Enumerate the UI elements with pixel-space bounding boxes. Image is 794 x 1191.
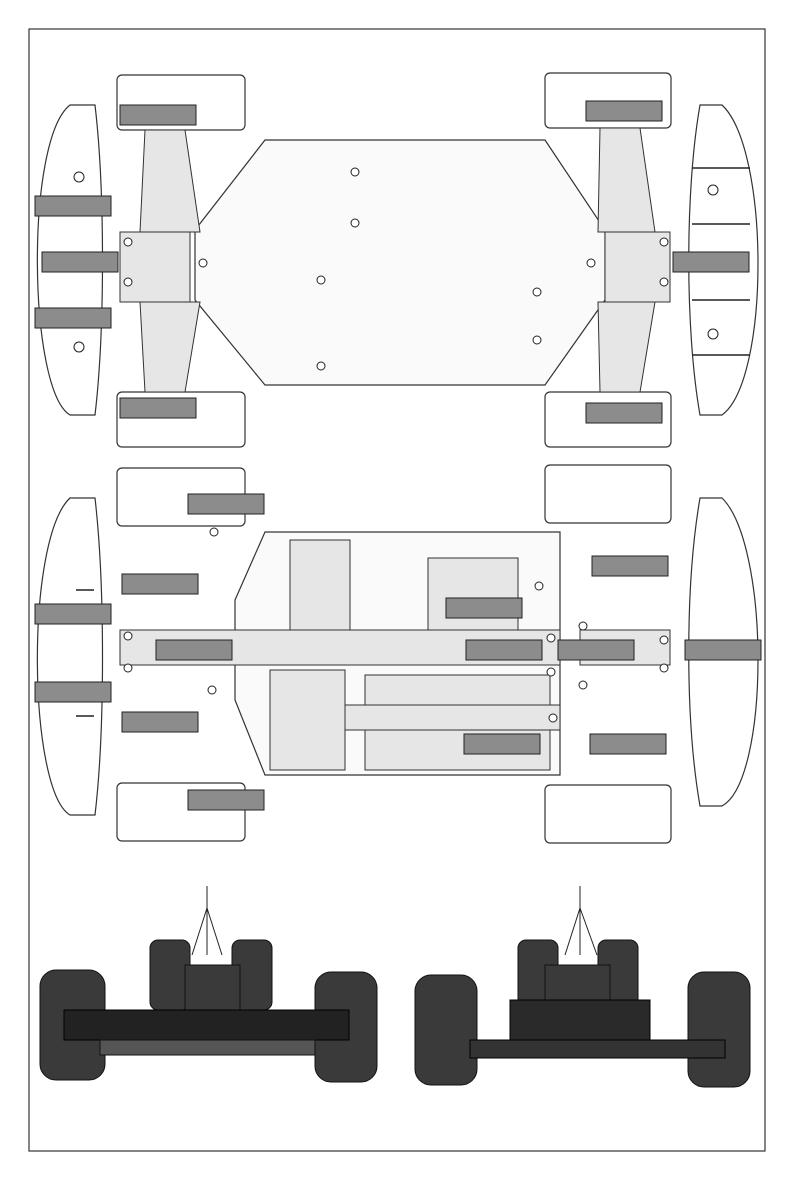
label-box-16 bbox=[592, 556, 668, 576]
arm-fr-top bbox=[598, 128, 655, 232]
label-box-6 bbox=[586, 101, 662, 121]
label-box-8 bbox=[586, 403, 662, 423]
rear-view-left-tire bbox=[415, 975, 477, 1085]
wheel-rr-bottom bbox=[545, 785, 671, 843]
label-box-4 bbox=[35, 308, 111, 328]
label-box-3 bbox=[42, 252, 118, 272]
rear-view-chassis bbox=[470, 1040, 725, 1058]
label-box-13 bbox=[35, 682, 111, 702]
wheel-fr-bottom bbox=[545, 465, 671, 523]
battery-bay bbox=[290, 540, 350, 630]
label-box-1 bbox=[120, 105, 196, 125]
car-front-view bbox=[40, 886, 377, 1082]
label-box-5 bbox=[120, 398, 196, 418]
label-box-20 bbox=[685, 640, 761, 660]
arm-rl-top bbox=[140, 302, 200, 392]
label-box-7 bbox=[673, 252, 749, 272]
label-box-17 bbox=[446, 598, 522, 618]
label-box-19 bbox=[558, 640, 634, 660]
label-box-10 bbox=[122, 574, 198, 594]
label-box-9 bbox=[188, 494, 264, 514]
label-box-14 bbox=[122, 712, 198, 732]
esc-box bbox=[428, 558, 518, 633]
front-view-gearbox bbox=[185, 965, 240, 1015]
bumper-left-bottom bbox=[37, 498, 102, 815]
label-box-11 bbox=[35, 604, 111, 624]
receiver-box bbox=[270, 670, 345, 770]
arm-fl-top bbox=[140, 130, 200, 232]
arm-rr-top bbox=[598, 302, 655, 392]
label-box-22 bbox=[590, 734, 666, 754]
main-plate-top bbox=[195, 140, 605, 385]
label-box-15 bbox=[188, 790, 264, 810]
rear-view-right-tire bbox=[688, 972, 750, 1087]
front-view-bumper bbox=[64, 1010, 349, 1040]
car-rear-view bbox=[415, 886, 750, 1087]
label-box-21 bbox=[464, 734, 540, 754]
label-box-12 bbox=[156, 640, 232, 660]
front-view-chassis bbox=[100, 1040, 315, 1055]
chassis-top-view bbox=[35, 73, 758, 447]
center-brace bbox=[345, 705, 560, 730]
label-box-18 bbox=[466, 640, 542, 660]
chassis-bottom-view bbox=[35, 465, 761, 843]
label-box-2 bbox=[35, 196, 111, 216]
front-view-left-shock bbox=[150, 940, 190, 1010]
